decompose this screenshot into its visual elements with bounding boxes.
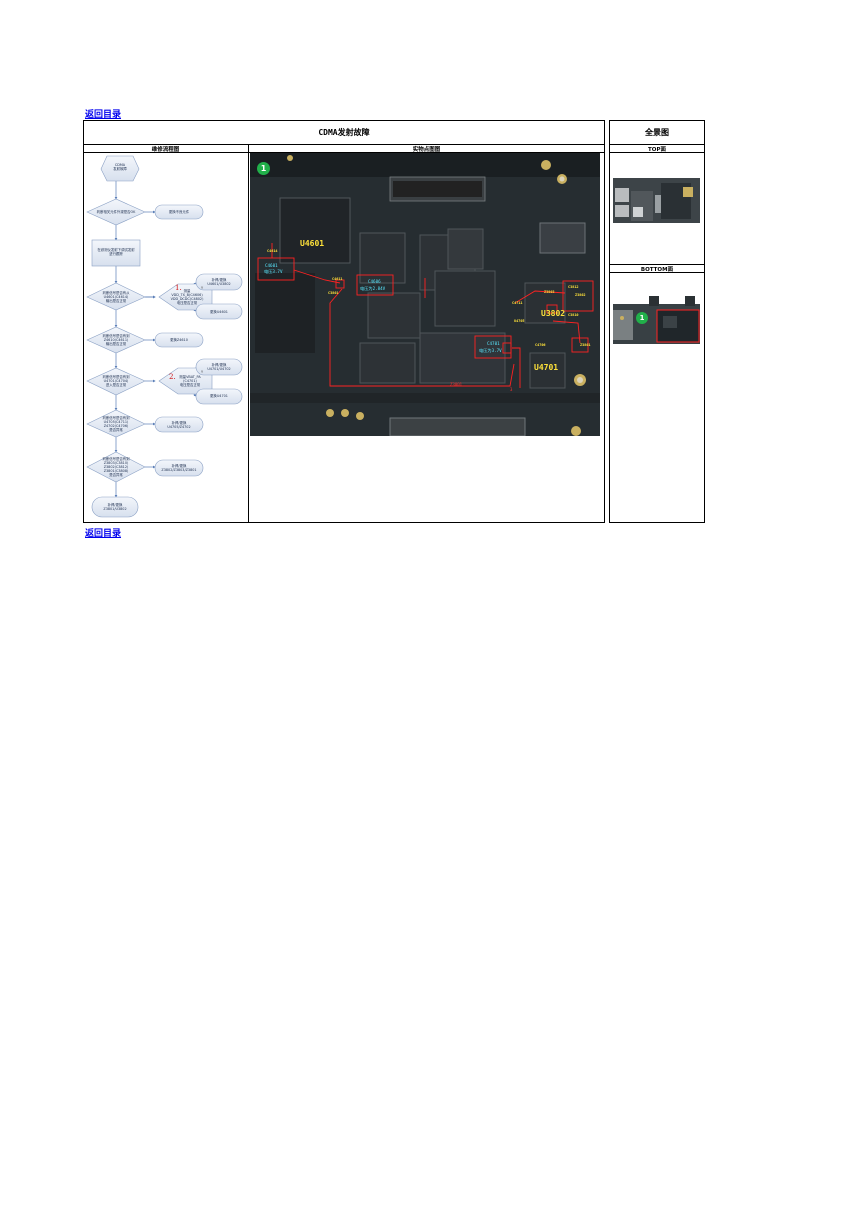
flow-q6: 判断信号是否有到 Z3803(C3810) Z3802(C3812) Z3801… bbox=[102, 457, 130, 477]
back-to-index-link-top[interactable]: 返回目录 bbox=[85, 110, 122, 120]
flow-a2b: 更换U4601 bbox=[210, 310, 228, 314]
flow-q4: 判断信号是否有到 U4701(C4704) 进入是否正常 bbox=[102, 375, 130, 387]
flow-check2: 测量VBAT_PA (C4701) 电压是否正常 bbox=[179, 375, 201, 387]
divider bbox=[83, 144, 605, 145]
label-z3801-trace: Z3801 bbox=[450, 382, 463, 387]
label-z3803: Z3803 bbox=[544, 290, 555, 294]
side-panel-title: 全景图 bbox=[645, 128, 669, 137]
label-c4701-voltage: 电压为3.7V bbox=[479, 348, 502, 353]
label-c4601-voltage: 电压3.7V bbox=[264, 269, 283, 274]
divider bbox=[83, 152, 605, 153]
top-view-label: TOP面 bbox=[648, 147, 666, 153]
location-marker-1: 1 bbox=[636, 312, 648, 324]
divider bbox=[248, 144, 249, 523]
photo-header: 实物点图图 bbox=[412, 147, 441, 153]
bottom-view-label: BOTTOM面 bbox=[640, 267, 674, 273]
label-c4606-voltage: 电压为2.84V bbox=[360, 286, 386, 291]
flow-q2: 判断信号是否有从 U4601(C4614) 输出是否正常 bbox=[102, 291, 130, 303]
flow-a2a: 补焊/更换 U4601/U3802 bbox=[207, 278, 231, 286]
label-tag-3: 3 bbox=[510, 387, 513, 392]
flow-q5: 判断信号是否有到 U4705(C4711) Z4702(C4706) 是否异常 bbox=[102, 416, 130, 432]
label-c4701: C4701 bbox=[487, 341, 500, 346]
flow-step1: 在综测仪发射下调试发射 进行跟踪 bbox=[97, 248, 135, 256]
repair-flowchart: CDMA 发射故障 判断相关元件外观是否OK 更换不良元件 在综测仪发射下调试发… bbox=[85, 153, 247, 521]
label-c3801: C3801 bbox=[328, 291, 339, 295]
divider bbox=[609, 144, 705, 145]
main-panel-title: CDMA发射故障 bbox=[318, 128, 370, 137]
flow-a5: 补焊/更换 U4705/Z4702 bbox=[167, 421, 191, 429]
divider bbox=[609, 272, 705, 273]
label-c4614: C4614 bbox=[267, 249, 278, 253]
flow-end: 补焊/更换 Z3801/U3802 bbox=[103, 503, 127, 511]
flow-a4a: 补焊/更换 U4701/U4702 bbox=[207, 363, 231, 371]
label-u3802: U3802 bbox=[541, 309, 566, 318]
label-u4601: U4601 bbox=[300, 239, 325, 248]
check-1-number: 1. bbox=[175, 284, 182, 292]
flow-a3: 更换Z4610 bbox=[170, 338, 188, 342]
label-c4611: C4611 bbox=[332, 277, 343, 281]
yes-label: Y bbox=[201, 286, 204, 290]
back-to-index-link-bottom[interactable]: 返回目录 bbox=[85, 529, 122, 539]
flow-a1: 更换不良元件 bbox=[168, 210, 190, 214]
label-z3801: Z3801 bbox=[580, 343, 591, 347]
divider bbox=[609, 264, 705, 265]
flow-start: CDMA 发射故障 bbox=[113, 163, 127, 171]
label-u4705: U4705 bbox=[514, 319, 525, 323]
flowchart-header: 维修流程图 bbox=[151, 147, 180, 153]
check-2-number: 2. bbox=[169, 373, 176, 381]
location-marker-1: 1 bbox=[257, 162, 270, 175]
bottom-view-thumbnail: 1 bbox=[613, 296, 700, 350]
label-c4706: C4706 bbox=[535, 343, 546, 347]
flow-q3: 判断信号是否有到 Z4610(C4611) 输出是否正常 bbox=[102, 334, 130, 346]
yes-label: Y bbox=[201, 370, 204, 374]
label-c4606: C4606 bbox=[368, 279, 381, 284]
pcb-photo: 1 U4601 C4601 电压3.7V C4606 电压为2.84V U380… bbox=[250, 153, 600, 436]
divider bbox=[609, 152, 705, 153]
label-z3802: Z3802 bbox=[575, 293, 586, 297]
label-c3810: C3810 bbox=[568, 313, 579, 317]
label-u4701: U4701 bbox=[534, 363, 559, 372]
flow-check1: 测量 VDD_TX_B(C4606) VDD_DCDC(C4802) 电压是否正… bbox=[170, 289, 204, 305]
label-c3812: C3812 bbox=[568, 285, 579, 289]
flow-a4b: 更换U4701 bbox=[210, 394, 228, 398]
flow-q1: 判断相关元件外观是否OK bbox=[96, 210, 136, 214]
label-c4711: C4711 bbox=[512, 301, 523, 305]
top-view-thumbnail bbox=[613, 173, 700, 227]
flow-a6: 补焊/更换 Z3802/Z3803/Z3801 bbox=[161, 464, 197, 472]
label-c4601: C4601 bbox=[265, 263, 278, 268]
